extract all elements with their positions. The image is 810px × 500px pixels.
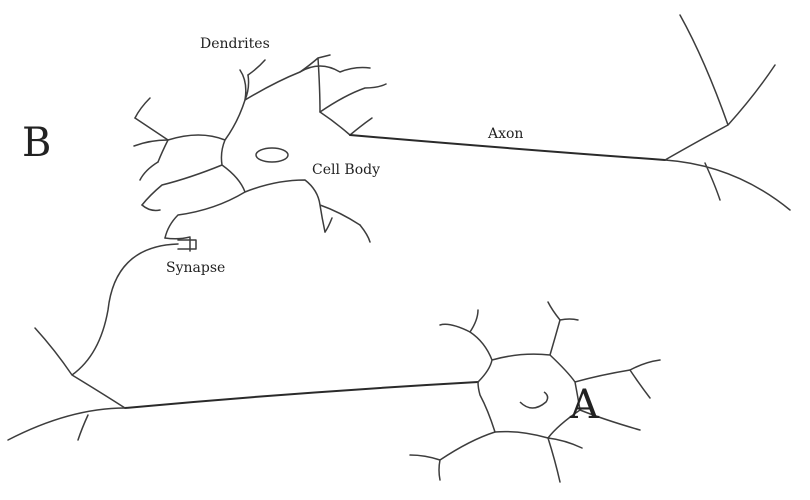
- label-neuron-a: A: [569, 382, 600, 428]
- label-synapse: Synapse: [166, 260, 225, 276]
- neuron-b-dendrites: [133, 59, 387, 243]
- neuron-b-cell-body: [134, 54, 361, 239]
- label-cell-body: Cell Body: [312, 162, 380, 178]
- neuron-b-axon-terminals: [664, 14, 791, 211]
- synapse-connection: [34, 237, 197, 409]
- label-dendrites: Dendrites: [200, 36, 270, 52]
- synapse-terminal-icon: [177, 237, 197, 252]
- synapse-fiber: [34, 243, 179, 409]
- neuron-b-axon: [349, 134, 666, 161]
- neuron-a-dendrites: [409, 301, 661, 483]
- neuron-b: [133, 14, 791, 243]
- neuron-a-nucleus: [519, 391, 549, 409]
- neuron-b-nucleus: [255, 147, 289, 163]
- neuron-a-axon-terminals: [7, 407, 126, 441]
- label-neuron-b: B: [22, 120, 51, 166]
- neuron-a: [7, 301, 661, 483]
- label-axon: Axon: [487, 126, 523, 142]
- neuron-a-axon: [124, 381, 479, 409]
- neuron-a-cell-body: [469, 319, 631, 439]
